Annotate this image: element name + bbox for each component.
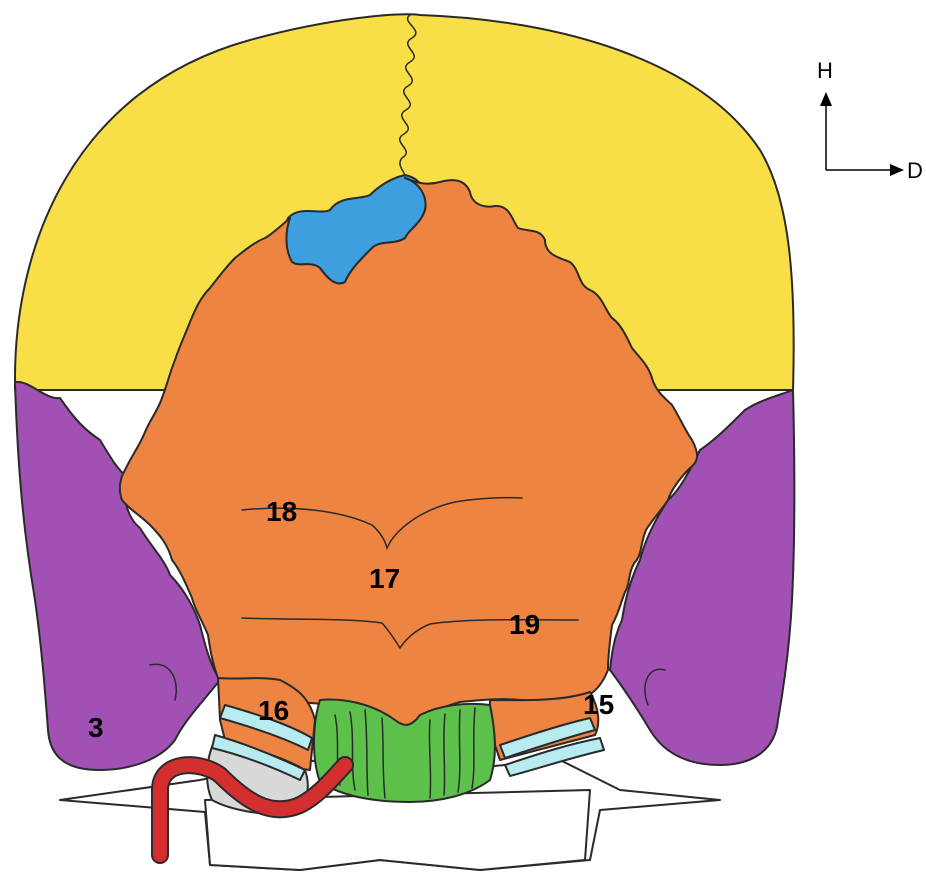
label-16: 16 [258, 695, 289, 726]
up-arrow-head [820, 92, 832, 106]
label-19: 19 [509, 609, 540, 640]
up-direction-label: H [817, 58, 833, 83]
label-18: 18 [266, 496, 297, 527]
label-17: 17 [369, 563, 400, 594]
right-direction-label: D [907, 158, 923, 183]
right-arrow-head [890, 164, 904, 176]
label-15: 15 [583, 689, 614, 720]
orientation-indicator: H D [817, 58, 923, 183]
label-3: 3 [88, 712, 104, 743]
